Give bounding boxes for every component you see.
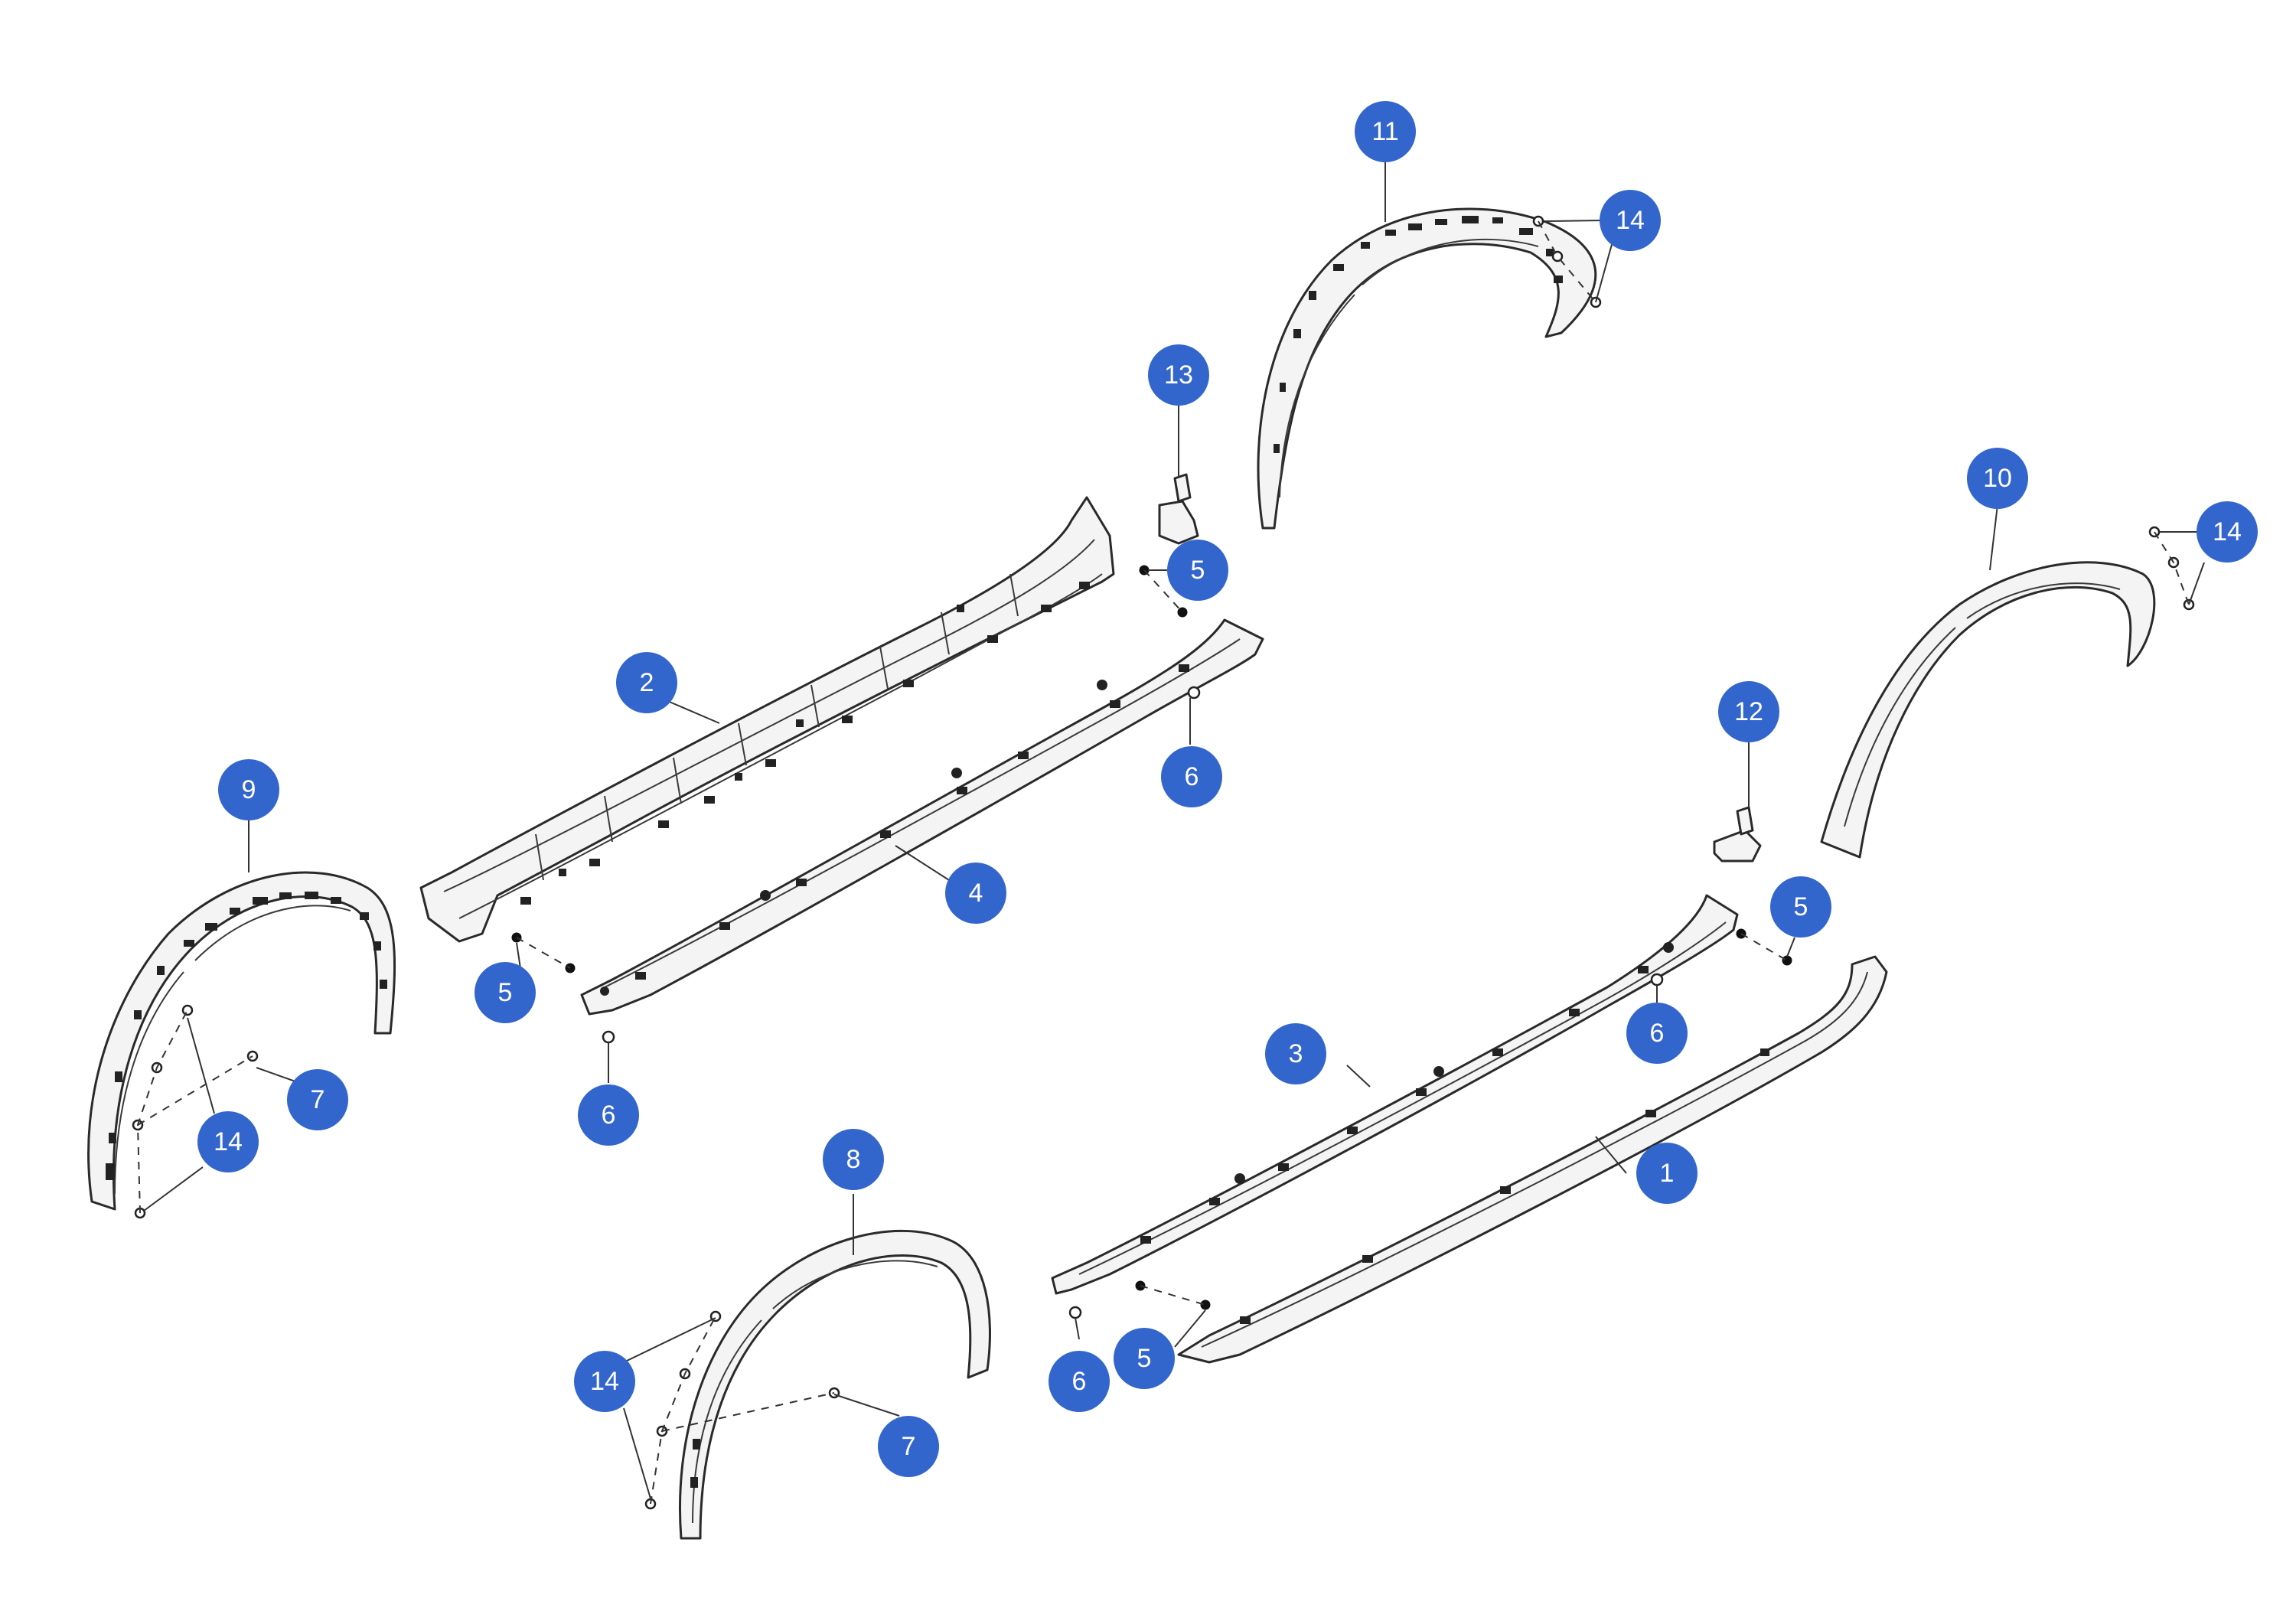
svg-text:5: 5 [1794, 892, 1808, 921]
svg-text:13: 13 [1164, 360, 1193, 390]
part-9-wheel-arch-liner [87, 871, 396, 1211]
svg-text:8: 8 [846, 1145, 861, 1174]
svg-text:9: 9 [242, 775, 256, 804]
svg-text:4: 4 [969, 879, 983, 908]
callout-12[interactable]: 12 [1718, 681, 1779, 742]
callout-6-top[interactable]: 6 [1161, 746, 1222, 807]
svg-text:7: 7 [902, 1432, 916, 1461]
part-3-side-sill-bracket [1051, 894, 1739, 1295]
svg-text:5: 5 [1137, 1344, 1152, 1373]
svg-text:5: 5 [1191, 556, 1205, 585]
callout-2[interactable]: 2 [616, 652, 677, 713]
svg-text:7: 7 [311, 1085, 325, 1114]
svg-text:6: 6 [602, 1101, 616, 1130]
fasteners [132, 215, 2195, 1510]
part-4-side-sill-bracket [580, 618, 1264, 1016]
svg-text:14: 14 [214, 1127, 243, 1156]
svg-text:10: 10 [1983, 464, 2012, 493]
part-1-side-sill-cover [1177, 955, 1888, 1364]
callout-14-right[interactable]: 14 [2197, 501, 2258, 563]
callout-5-top[interactable]: 5 [1167, 540, 1228, 601]
callout-14-top[interactable]: 14 [1600, 190, 1661, 251]
leader-lines [143, 132, 2213, 1499]
part-12-clip-bracket [1713, 806, 1762, 863]
callout-13[interactable]: 13 [1148, 344, 1209, 406]
alignment-lines [136, 220, 2190, 1505]
callout-14-left[interactable]: 14 [197, 1111, 259, 1172]
svg-text:14: 14 [590, 1367, 619, 1396]
svg-text:5: 5 [498, 978, 513, 1007]
svg-text:12: 12 [1734, 697, 1763, 726]
callout-5-bottom[interactable]: 5 [1114, 1328, 1175, 1389]
callout-7-left[interactable]: 7 [287, 1069, 348, 1130]
callout-6-left[interactable]: 6 [578, 1084, 639, 1146]
callout-6-bottom[interactable]: 6 [1049, 1351, 1110, 1412]
svg-text:6: 6 [1650, 1019, 1665, 1048]
callout-8[interactable]: 8 [823, 1129, 884, 1190]
svg-text:14: 14 [2213, 517, 2242, 546]
svg-text:3: 3 [1289, 1039, 1303, 1068]
svg-text:6: 6 [1185, 762, 1199, 791]
callout-9[interactable]: 9 [218, 759, 279, 820]
callout-7-bottom[interactable]: 7 [878, 1416, 939, 1477]
part-2-side-sill-cover [419, 496, 1115, 943]
callout-4[interactable]: 4 [945, 863, 1006, 924]
callout-5-left[interactable]: 5 [475, 962, 536, 1023]
part-11-wheel-arch-liner [1257, 207, 1597, 530]
part-13-clip-bracket [1158, 473, 1199, 545]
svg-text:2: 2 [640, 668, 654, 697]
callout-10[interactable]: 10 [1967, 448, 2028, 509]
part-8-wheel-arch-trim [678, 1229, 991, 1540]
svg-text:14: 14 [1616, 206, 1645, 235]
callout-1[interactable]: 1 [1636, 1143, 1698, 1204]
part-10-wheel-arch-trim [1820, 561, 2156, 859]
svg-text:1: 1 [1660, 1159, 1675, 1188]
callout-5-right[interactable]: 5 [1770, 876, 1831, 938]
svg-text:6: 6 [1072, 1367, 1087, 1396]
svg-text:11: 11 [1371, 117, 1398, 146]
callout-11[interactable]: 11 [1355, 101, 1416, 162]
callout-6-right[interactable]: 6 [1626, 1003, 1688, 1064]
callout-3[interactable]: 3 [1265, 1023, 1326, 1084]
callout-14-bottom[interactable]: 14 [574, 1351, 635, 1412]
